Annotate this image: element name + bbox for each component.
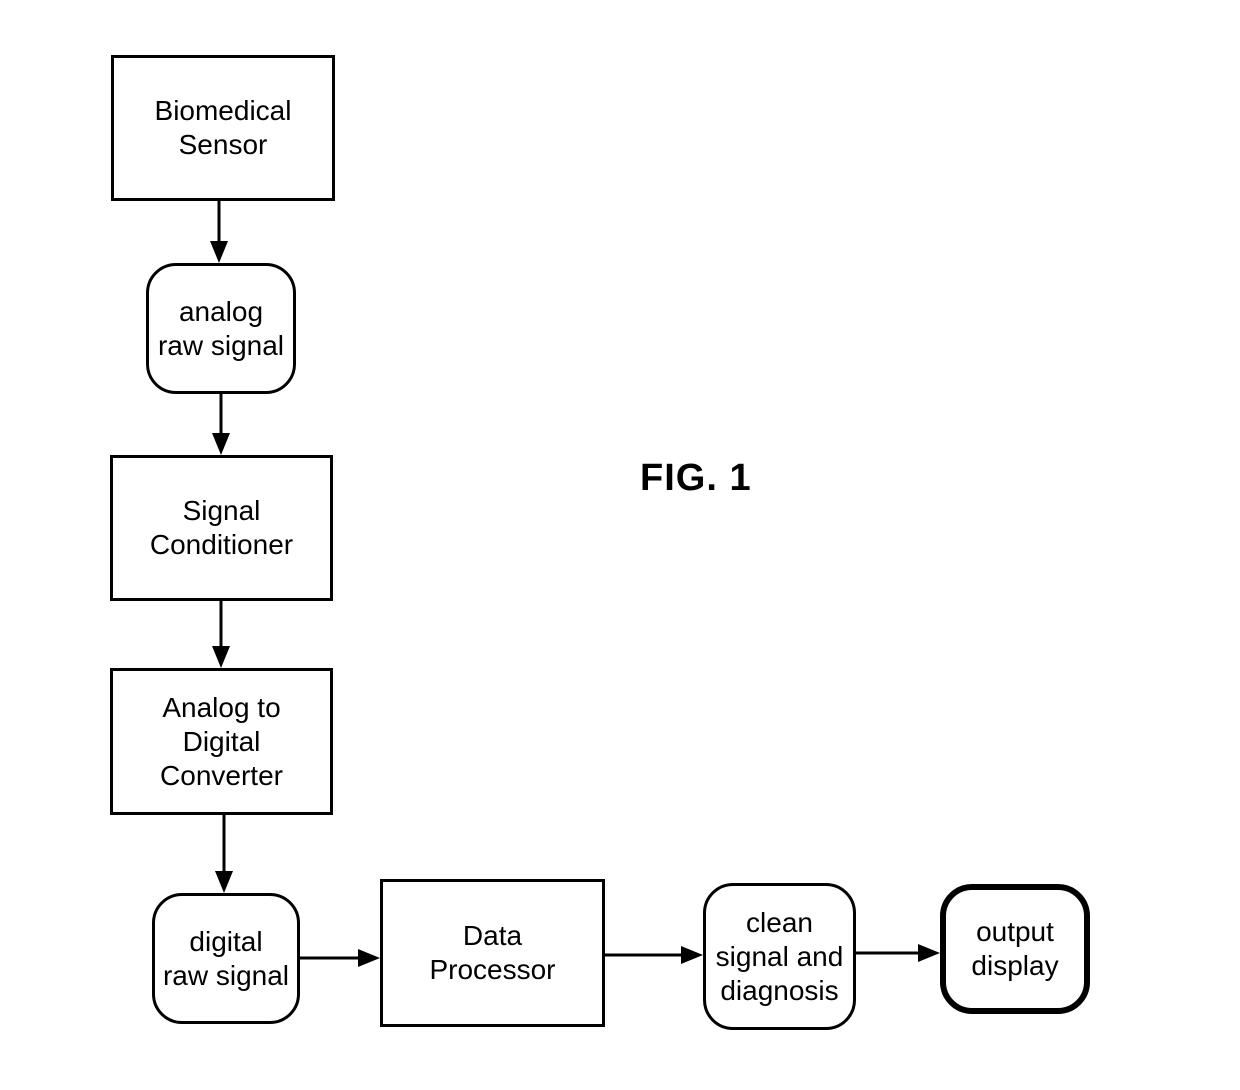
arrow-processor-to-clean-signal xyxy=(605,946,703,964)
node-analog-raw-signal: analog raw signal xyxy=(146,263,296,394)
arrow-adc-to-digital-signal xyxy=(215,815,233,893)
node-analog-digital-converter: Analog to Digital Converter xyxy=(110,668,333,815)
arrow-analog-signal-to-conditioner xyxy=(212,394,230,455)
node-signal-conditioner-label: Signal Conditioner xyxy=(149,495,294,560)
node-data-processor-label: Data Processor xyxy=(429,920,556,985)
node-digital-raw-signal-label: digital raw signal xyxy=(162,925,290,991)
arrow-digital-signal-to-processor xyxy=(300,949,380,967)
node-biomedical-sensor: Biomedical Sensor xyxy=(111,55,335,201)
node-output-display: output display xyxy=(940,884,1090,1014)
node-analog-digital-converter-label: Analog to Digital Converter xyxy=(160,691,283,791)
node-clean-signal-diagnosis: clean signal and diagnosis xyxy=(703,883,856,1030)
node-analog-raw-signal-label: analog raw signal xyxy=(157,295,285,361)
arrow-sensor-to-analog-signal xyxy=(210,201,228,263)
node-output-display-label: output display xyxy=(971,916,1059,981)
node-data-processor: Data Processor xyxy=(380,879,605,1027)
node-signal-conditioner: Signal Conditioner xyxy=(110,455,333,601)
node-clean-signal-diagnosis-label: clean signal and diagnosis xyxy=(715,906,844,1006)
figure-caption: FIG. 1 xyxy=(640,457,752,499)
node-digital-raw-signal: digital raw signal xyxy=(152,893,300,1024)
arrow-conditioner-to-adc xyxy=(212,601,230,668)
node-biomedical-sensor-label: Biomedical Sensor xyxy=(154,95,292,160)
arrow-clean-signal-to-display xyxy=(856,944,940,962)
